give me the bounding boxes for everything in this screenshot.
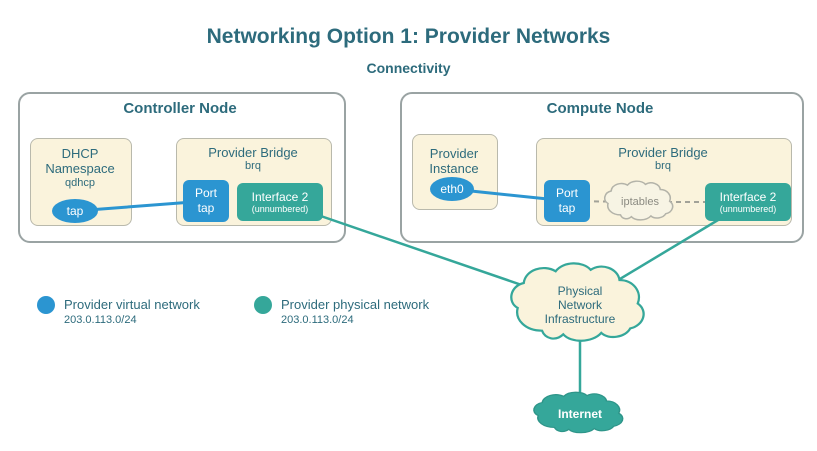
legend-cidr-provider-physical: 203.0.113.0/24 [281,314,354,326]
legend-dot-provider-physical [254,296,272,314]
compute-provider-bridge-subtitle: brq [655,160,671,172]
legend-label-provider-virtual: Provider virtual network [64,297,200,312]
legend-dot-provider-virtual [37,296,55,314]
physical-cloud-line2: Network [557,298,602,312]
controller-provider-bridge-subtitle: brq [245,160,261,172]
compute-port-label-line1: Port [555,186,578,200]
physical-cloud-line1: Physical [557,284,603,298]
controller-interface-sublabel: (unnumbered) [251,203,309,214]
controller-port-label-line2: tap [197,201,215,215]
compute-port-tap: Port tap [544,180,590,222]
tap-port-ellipse: tap [52,199,98,223]
controller-node-title: Controller Node [123,100,237,117]
controller-interface-label: Interface 2 [251,189,309,204]
controller-port-tap: Port tap [183,180,229,222]
controller-interface-2: Interface 2 (unnumbered) [237,183,323,221]
provider-instance-title-line2: Instance [429,161,479,176]
compute-interface-sublabel: (unnumbered) [719,203,777,214]
dhcp-namespace-subtitle: qdhcp [65,177,95,189]
dhcp-namespace-title-line2: Namespace [45,161,115,176]
eth0-ellipse: eth0 [430,177,474,201]
diagram-title: Networking Option 1: Provider Networks [206,25,611,48]
physical-network-cloud-label: Physical Network Infrastructure [504,261,656,349]
compute-interface-2: Interface 2 (unnumbered) [705,183,791,221]
internet-cloud-shape [533,391,624,434]
compute-port-label-line2: tap [558,201,576,215]
iptables-label: iptables [621,196,659,208]
compute-interface-label: Interface 2 [719,189,777,204]
physical-cloud-line3: Infrastructure [544,312,616,326]
provider-instance-title-line1: Provider [429,146,479,161]
internet-cloud-label: Internet [557,407,602,421]
controller-port-label-line1: Port [194,186,217,200]
legend-label-provider-physical: Provider physical network [281,297,430,312]
dhcp-namespace-title-line1: DHCP [61,146,99,161]
compute-node-title: Compute Node [546,100,654,117]
controller-provider-bridge-title: Provider Bridge [208,145,298,160]
legend-cidr-provider-virtual: 203.0.113.0/24 [64,314,137,326]
diagram-subtitle: Connectivity [366,60,451,76]
compute-provider-bridge-title: Provider Bridge [618,145,708,160]
